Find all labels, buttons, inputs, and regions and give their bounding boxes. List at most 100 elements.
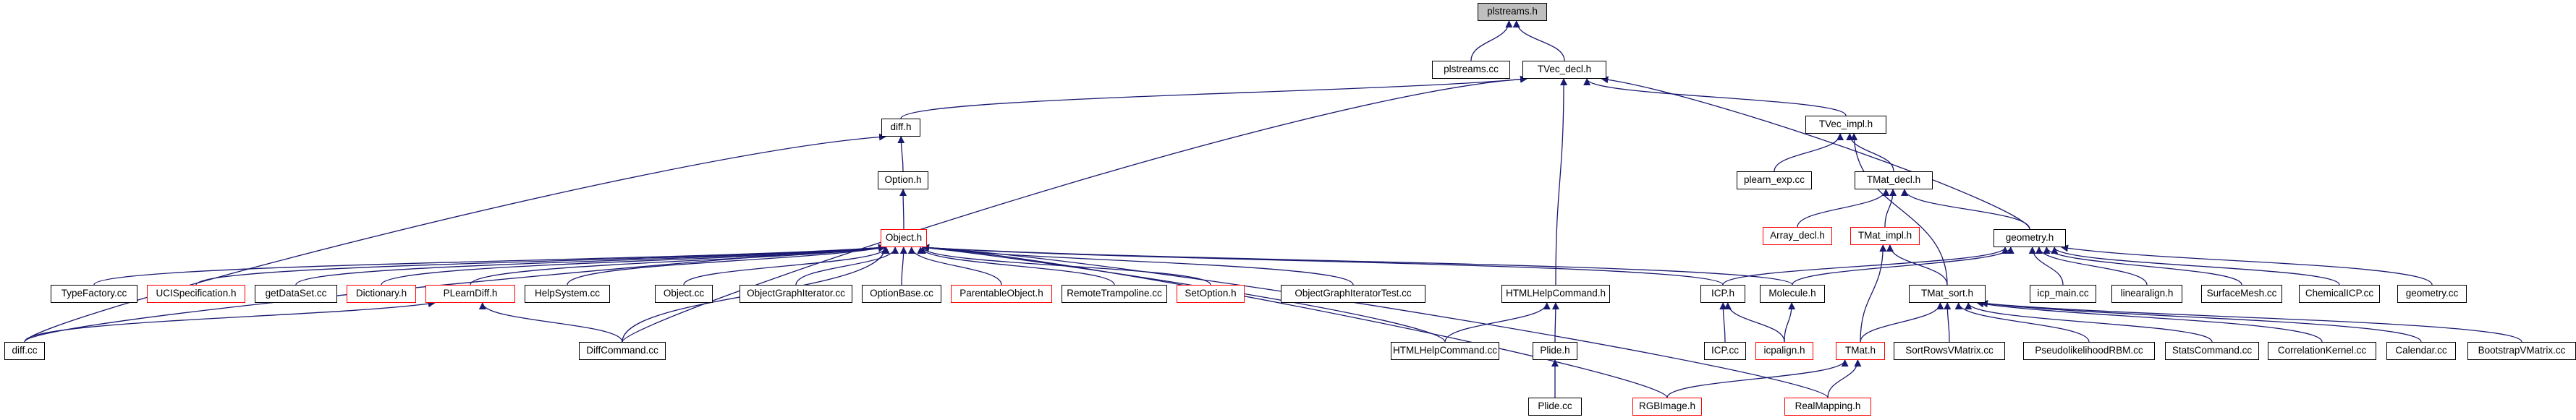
node-tvec-impl-h[interactable]: TVec_impl.h <box>1805 116 1886 134</box>
node-tmat-h[interactable]: TMat.h <box>1836 342 1885 360</box>
edge-chemicalicp-cc-to-geometry-h <box>2051 247 2340 286</box>
edge-plearndiff-h-to-object-h <box>470 244 886 286</box>
node-icp-h[interactable]: ICP.h <box>1700 285 1745 303</box>
node-dictionary-h[interactable]: Dictionary.h <box>347 285 416 303</box>
edge-icpalign-h-to-molecule-h <box>1784 302 1796 343</box>
edge-geometry-h-to-tmat-decl-h <box>1901 189 2030 230</box>
node-diff-h[interactable]: diff.h <box>881 119 920 137</box>
edge-realmapping-h-to-object-h <box>922 244 1829 398</box>
node-htmlhelpcommand-cc[interactable]: HTMLHelpCommand.cc <box>1391 342 1499 360</box>
edge-diff-cc-to-plearndiff-h <box>24 300 436 343</box>
edge-option-h-to-diff-h <box>897 136 905 172</box>
edge-remotetrampoline-cc-to-object-h <box>917 247 1115 286</box>
edge-surfacemesh-cc-to-geometry-h <box>2043 247 2242 286</box>
node-icp-cc[interactable]: ICP.cc <box>1704 342 1746 360</box>
node-typefactory-cc[interactable]: TypeFactory.cc <box>51 285 137 303</box>
node-plide-cc[interactable]: Plide.cc <box>1528 398 1582 416</box>
edge-linearalign-h-to-geometry-h <box>2035 247 2148 286</box>
edge-parentableobject-h-to-object-h <box>907 247 1002 286</box>
edge-plide-h-to-htmlhelpcommand-h <box>1551 302 1559 343</box>
edge-ucispec-h-to-object-h <box>195 244 886 286</box>
node-calendar-cc[interactable]: Calendar.cc <box>2386 342 2456 360</box>
edge-icp-cc-to-icp-h <box>1719 302 1727 343</box>
edge-molecule-h-to-object-h <box>922 244 1793 286</box>
edge-rgbimage-h-to-tmat-h <box>1666 359 1849 398</box>
node-plearndiff-h[interactable]: PLearnDiff.h <box>425 285 515 303</box>
node-plide-h[interactable]: Plide.h <box>1533 342 1577 360</box>
edge-htmlhelpcommand-cc-to-htmlhelpcommand-h <box>1444 302 1551 343</box>
edge-helpsystem-cc-to-object-h <box>567 244 886 286</box>
node-icp-main-cc[interactable]: icp_main.cc <box>2030 285 2096 303</box>
node-linearalign-h[interactable]: linearalign.h <box>2111 285 2182 303</box>
edge-tmat-impl-h-to-tmat-decl-h <box>1884 189 1897 228</box>
edge-sortrowsvmatrix-cc-to-tmat-sort-h <box>1944 302 1952 343</box>
edge-object-h-to-option-h <box>899 189 907 230</box>
edge-icpalign-h-to-icp-h <box>1724 302 1785 343</box>
node-geometry-cc[interactable]: geometry.cc <box>2397 285 2467 303</box>
node-tmat-sort-h[interactable]: TMat_sort.h <box>1909 285 1986 303</box>
node-chemicalicp-cc[interactable]: ChemicalICP.cc <box>2299 285 2380 303</box>
edge-objectgraphiterator-cc-to-object-h <box>795 247 899 286</box>
edge-pseudollrbm-cc-to-tmat-sort-h <box>1954 302 2090 343</box>
node-optionbase-cc[interactable]: OptionBase.cc <box>862 285 941 303</box>
node-setoption-h[interactable]: SetOption.h <box>1177 285 1245 303</box>
node-htmlhelpcommand-h[interactable]: HTMLHelpCommand.h <box>1501 285 1610 303</box>
node-surfacemesh-cc[interactable]: SurfaceMesh.cc <box>2201 285 2282 303</box>
node-objectgraphiterator-cc[interactable]: ObjectGraphIterator.cc <box>740 285 852 303</box>
node-plearn-exp-cc[interactable]: plearn_exp.cc <box>1737 171 1812 189</box>
node-realmapping-h[interactable]: RealMapping.h <box>1784 398 1871 416</box>
node-diffcommand-cc[interactable]: DiffCommand.cc <box>579 342 666 360</box>
node-ogitest-cc[interactable]: ObjectGraphIteratorTest.cc <box>1281 285 1425 303</box>
edge-tvec-impl-h-to-tvec-decl-h <box>1583 78 1847 116</box>
edge-diff-h-to-tvec-decl-h <box>900 75 1528 119</box>
node-plstreams-h: plstreams.h <box>1478 3 1547 21</box>
node-pseudollrbm-cc[interactable]: PseudolikelihoodRBM.cc <box>2023 342 2155 360</box>
edge-dictionary-h-to-object-h <box>381 244 886 286</box>
node-option-h[interactable]: Option.h <box>878 171 928 189</box>
edge-correlationkernel-cc-to-tmat-sort-h <box>1976 300 2323 343</box>
node-object-h[interactable]: Object.h <box>881 229 927 247</box>
edge-ogitest-cc-to-object-h <box>922 244 1354 286</box>
node-helpsystem-cc[interactable]: HelpSystem.cc <box>525 285 610 303</box>
node-remotetrampoline-cc[interactable]: RemoteTrampoline.cc <box>1062 285 1167 303</box>
node-statscommand-cc[interactable]: StatsCommand.cc <box>2165 342 2259 360</box>
node-sortrowsvmatrix-cc[interactable]: SortRowsVMatrix.cc <box>1894 342 2005 360</box>
node-array-decl-h[interactable]: Array_decl.h <box>1763 227 1832 245</box>
edge-plstreams-cc-to-plstreams-h <box>1470 20 1513 61</box>
node-bootstrapvmatrix-cc[interactable]: BootstrapVMatrix.cc <box>2467 342 2576 360</box>
node-tvec-decl-h[interactable]: TVec_decl.h <box>1522 61 1606 79</box>
node-correlationkernel-cc[interactable]: CorrelationKernel.cc <box>2268 342 2376 360</box>
edge-diffcommand-cc-to-plearndiff-h <box>478 302 623 343</box>
node-tmat-decl-h[interactable]: TMat_decl.h <box>1855 171 1933 189</box>
edge-tvec-decl-h-to-plstreams-h <box>1512 20 1565 61</box>
edge-tmat-h-to-tmat-impl-h <box>1860 244 1887 343</box>
edge-diffcommand-cc-to-tvec-decl-h <box>622 75 1528 343</box>
edge-icp-h-to-geometry-h <box>1722 247 2009 286</box>
edge-geometry-cc-to-geometry-h <box>2061 244 2433 286</box>
edge-statscommand-cc-to-tmat-sort-h <box>1965 302 2213 343</box>
node-ucispec-h[interactable]: UCISpecification.h <box>147 285 245 303</box>
node-parentableobject-h[interactable]: ParentableObject.h <box>951 285 1052 303</box>
edge-calendar-cc-to-tmat-sort-h <box>1980 300 2422 343</box>
edge-htmlhelpcommand-h-to-tvec-decl-h <box>1555 78 1568 286</box>
node-tmat-impl-h[interactable]: TMat_impl.h <box>1850 227 1920 245</box>
node-molecule-h[interactable]: Molecule.h <box>1760 285 1825 303</box>
node-diff-cc[interactable]: diff.cc <box>4 342 45 360</box>
edge-plearn-exp-cc-to-tvec-impl-h <box>1774 133 1844 172</box>
edge-tmat-sort-h-to-tvec-impl-h <box>1850 133 1948 286</box>
edge-diff-cc-to-diff-h <box>24 133 886 343</box>
edge-bootstrapvmatrix-cc-to-tmat-sort-h <box>1980 299 2522 343</box>
node-plstreams-cc[interactable]: plstreams.cc <box>1432 61 1510 79</box>
edge-icp-main-cc-to-geometry-h <box>2028 247 2064 286</box>
node-icpalign-h[interactable]: icpalign.h <box>1755 342 1813 360</box>
node-rgbimage-h[interactable]: RGBImage.h <box>1632 398 1702 416</box>
node-object-cc[interactable]: Object.cc <box>655 285 713 303</box>
edge-molecule-h-to-geometry-h <box>1792 247 2014 286</box>
edge-tmat-h-to-tmat-sort-h <box>1860 302 1944 343</box>
node-geometry-h[interactable]: geometry.h <box>1994 229 2066 247</box>
edge-typefactory-cc-to-object-h <box>93 244 886 286</box>
node-getdataset-cc[interactable]: getDataSet.cc <box>255 285 337 303</box>
edge-object-cc-to-object-h <box>683 247 890 286</box>
